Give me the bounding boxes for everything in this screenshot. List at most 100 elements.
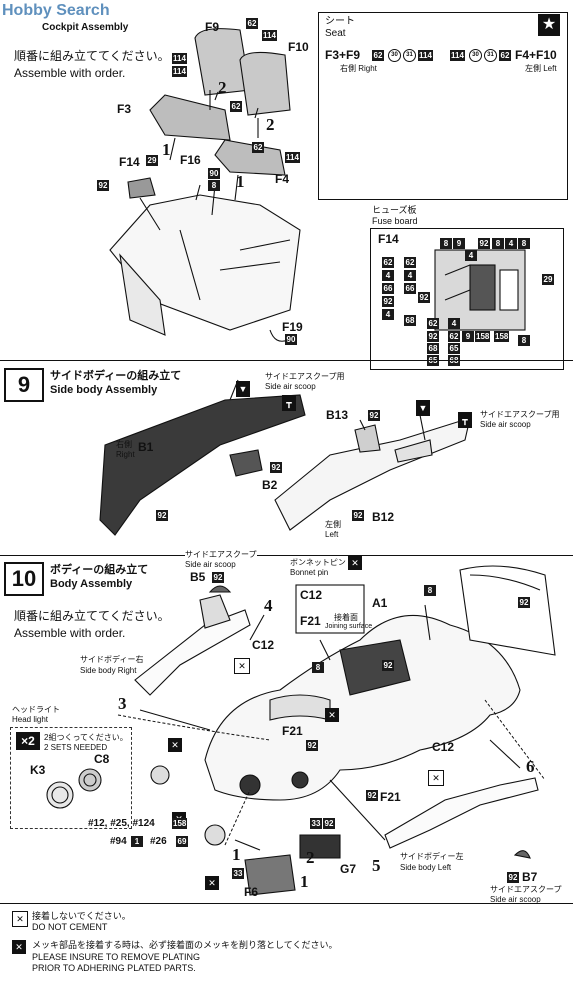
step-order-3: 3 xyxy=(118,694,127,713)
step9-right-jp: 右側 xyxy=(116,440,132,449)
step10-order-en: Assemble with order. xyxy=(14,626,126,640)
part-B5: B5 xyxy=(190,570,206,584)
code-8: 8 xyxy=(424,585,436,596)
code: 8 xyxy=(492,238,504,249)
code: 92 xyxy=(382,296,394,307)
step8-order-en: Assemble with order. xyxy=(14,66,126,80)
code: 68 xyxy=(427,343,439,354)
step-order-1b: 1 xyxy=(236,172,245,191)
code-69: 69 xyxy=(176,836,188,847)
plated-parts-icon: ✕ xyxy=(12,940,26,954)
step9-scoop-en: Side air scoop xyxy=(265,382,316,391)
code-92: 92 xyxy=(518,597,530,608)
part-C8: C8 xyxy=(94,752,110,766)
part-B1: B1 xyxy=(138,440,154,454)
code: 68 xyxy=(404,315,416,326)
code: 92 xyxy=(427,331,439,342)
code: 62 xyxy=(372,50,384,61)
code-90: 90 xyxy=(208,168,220,179)
watermark: Hobby Search xyxy=(2,2,110,19)
code-33: 33 xyxy=(232,868,244,879)
note-nocement-en: DO NOT CEMENT xyxy=(32,922,108,932)
code-114: 114 xyxy=(172,53,187,64)
code: 158 xyxy=(475,331,491,342)
headlight-en: Head light xyxy=(12,715,49,724)
code-62: 62 xyxy=(230,101,242,112)
code: 8 xyxy=(440,238,452,249)
code-92: 92 xyxy=(270,462,282,473)
code-92: 92 xyxy=(97,180,109,191)
no-cement-icon: ✕ xyxy=(234,658,250,674)
code: 114 xyxy=(450,50,465,61)
code-29: 29 xyxy=(146,155,158,166)
part-F9: F9 xyxy=(205,20,220,34)
code-92: 92 xyxy=(306,740,318,751)
code: 4 xyxy=(382,270,394,281)
note-plated-en2: PRIOR TO ADHERING PLATED PARTS. xyxy=(32,963,196,973)
note-plated-jp: メッキ部品を接着する時は、必ず接着面のメッキを削り落としてください。 xyxy=(32,940,338,950)
code-8: 8 xyxy=(208,180,220,191)
no-cement-icon: ✕ xyxy=(205,876,219,890)
no-cement-icon: ✕ xyxy=(12,911,28,927)
paint-94: #94 xyxy=(110,836,127,847)
side-left-en: Side body Left xyxy=(400,863,452,872)
no-cement-icon: ✕ xyxy=(348,556,362,570)
part-C12-2: C12 xyxy=(432,740,455,754)
paint-26: #26 xyxy=(150,836,167,847)
fuse-part: F14 xyxy=(378,232,399,246)
code: 114 xyxy=(418,50,433,61)
part-K3: K3 xyxy=(30,763,46,777)
code-8: 8 xyxy=(312,662,324,673)
code-92: 92 xyxy=(507,872,519,883)
code: 62 xyxy=(427,318,439,329)
code: 9 xyxy=(462,331,474,342)
code-114: 114 xyxy=(285,152,300,163)
seat-left-title: F3+F9 xyxy=(325,48,361,62)
step9-left-jp: 左側 xyxy=(325,520,341,529)
part-F10: F10 xyxy=(288,40,309,54)
code: 92 xyxy=(478,238,490,249)
step9-left-en: Left xyxy=(325,530,339,539)
code-92: 92 xyxy=(156,510,168,521)
step8-title-en: Cockpit Assembly xyxy=(42,22,129,33)
scoop-bottom-jp: サイドエアスクープ xyxy=(490,885,562,894)
code: 62 xyxy=(382,257,394,268)
code-158: 158 xyxy=(172,818,188,829)
step-order-5: 5 xyxy=(372,856,381,875)
part-F21-inset: F21 xyxy=(300,614,321,628)
part-A1: A1 xyxy=(372,596,388,610)
code-114: 114 xyxy=(172,66,187,77)
divider-step9 xyxy=(0,360,573,361)
step10-title-jp: ボディーの組み立て xyxy=(50,564,149,576)
part-F21-2: F21 xyxy=(380,790,401,804)
note-nocement-jp: 接着しないでください。 xyxy=(32,911,131,921)
part-F6: F6 xyxy=(244,885,259,899)
code: 4 xyxy=(448,318,460,329)
side-left-jp: サイドボディー左 xyxy=(400,852,464,861)
side-right-en: Side body Right xyxy=(80,666,137,675)
part-B12: B12 xyxy=(372,510,395,524)
part-F4: F4 xyxy=(275,172,290,186)
part-B2: B2 xyxy=(262,478,278,492)
code: 29 xyxy=(542,274,554,285)
drill-icon: ▼ xyxy=(236,381,250,397)
step-order-2: 2 xyxy=(306,848,315,867)
code: 66 xyxy=(404,283,416,294)
part-B13: B13 xyxy=(326,408,349,422)
fuse-title-en: Fuse board xyxy=(372,216,418,226)
bonnet-pin-jp: ボンネットピン xyxy=(290,558,346,567)
headlight-jp: ヘッドライト xyxy=(12,705,60,714)
divider-step10 xyxy=(0,555,573,556)
code-1: 1 xyxy=(131,836,143,847)
seat-left-side: 右側 Right xyxy=(340,64,377,73)
code-90: 90 xyxy=(285,334,297,345)
step10-order-jp: 順番に組み立ててください。 xyxy=(14,609,170,623)
code: 62 xyxy=(499,50,511,61)
sets-needed-jp: 2組つくってください。 xyxy=(44,733,128,742)
code-62: 62 xyxy=(246,18,258,29)
headlight-box xyxy=(10,727,132,829)
step-order-1a: 1 xyxy=(162,140,171,159)
code-92: 92 xyxy=(352,510,364,521)
code: 62 xyxy=(404,257,416,268)
code: 62 xyxy=(448,331,460,342)
